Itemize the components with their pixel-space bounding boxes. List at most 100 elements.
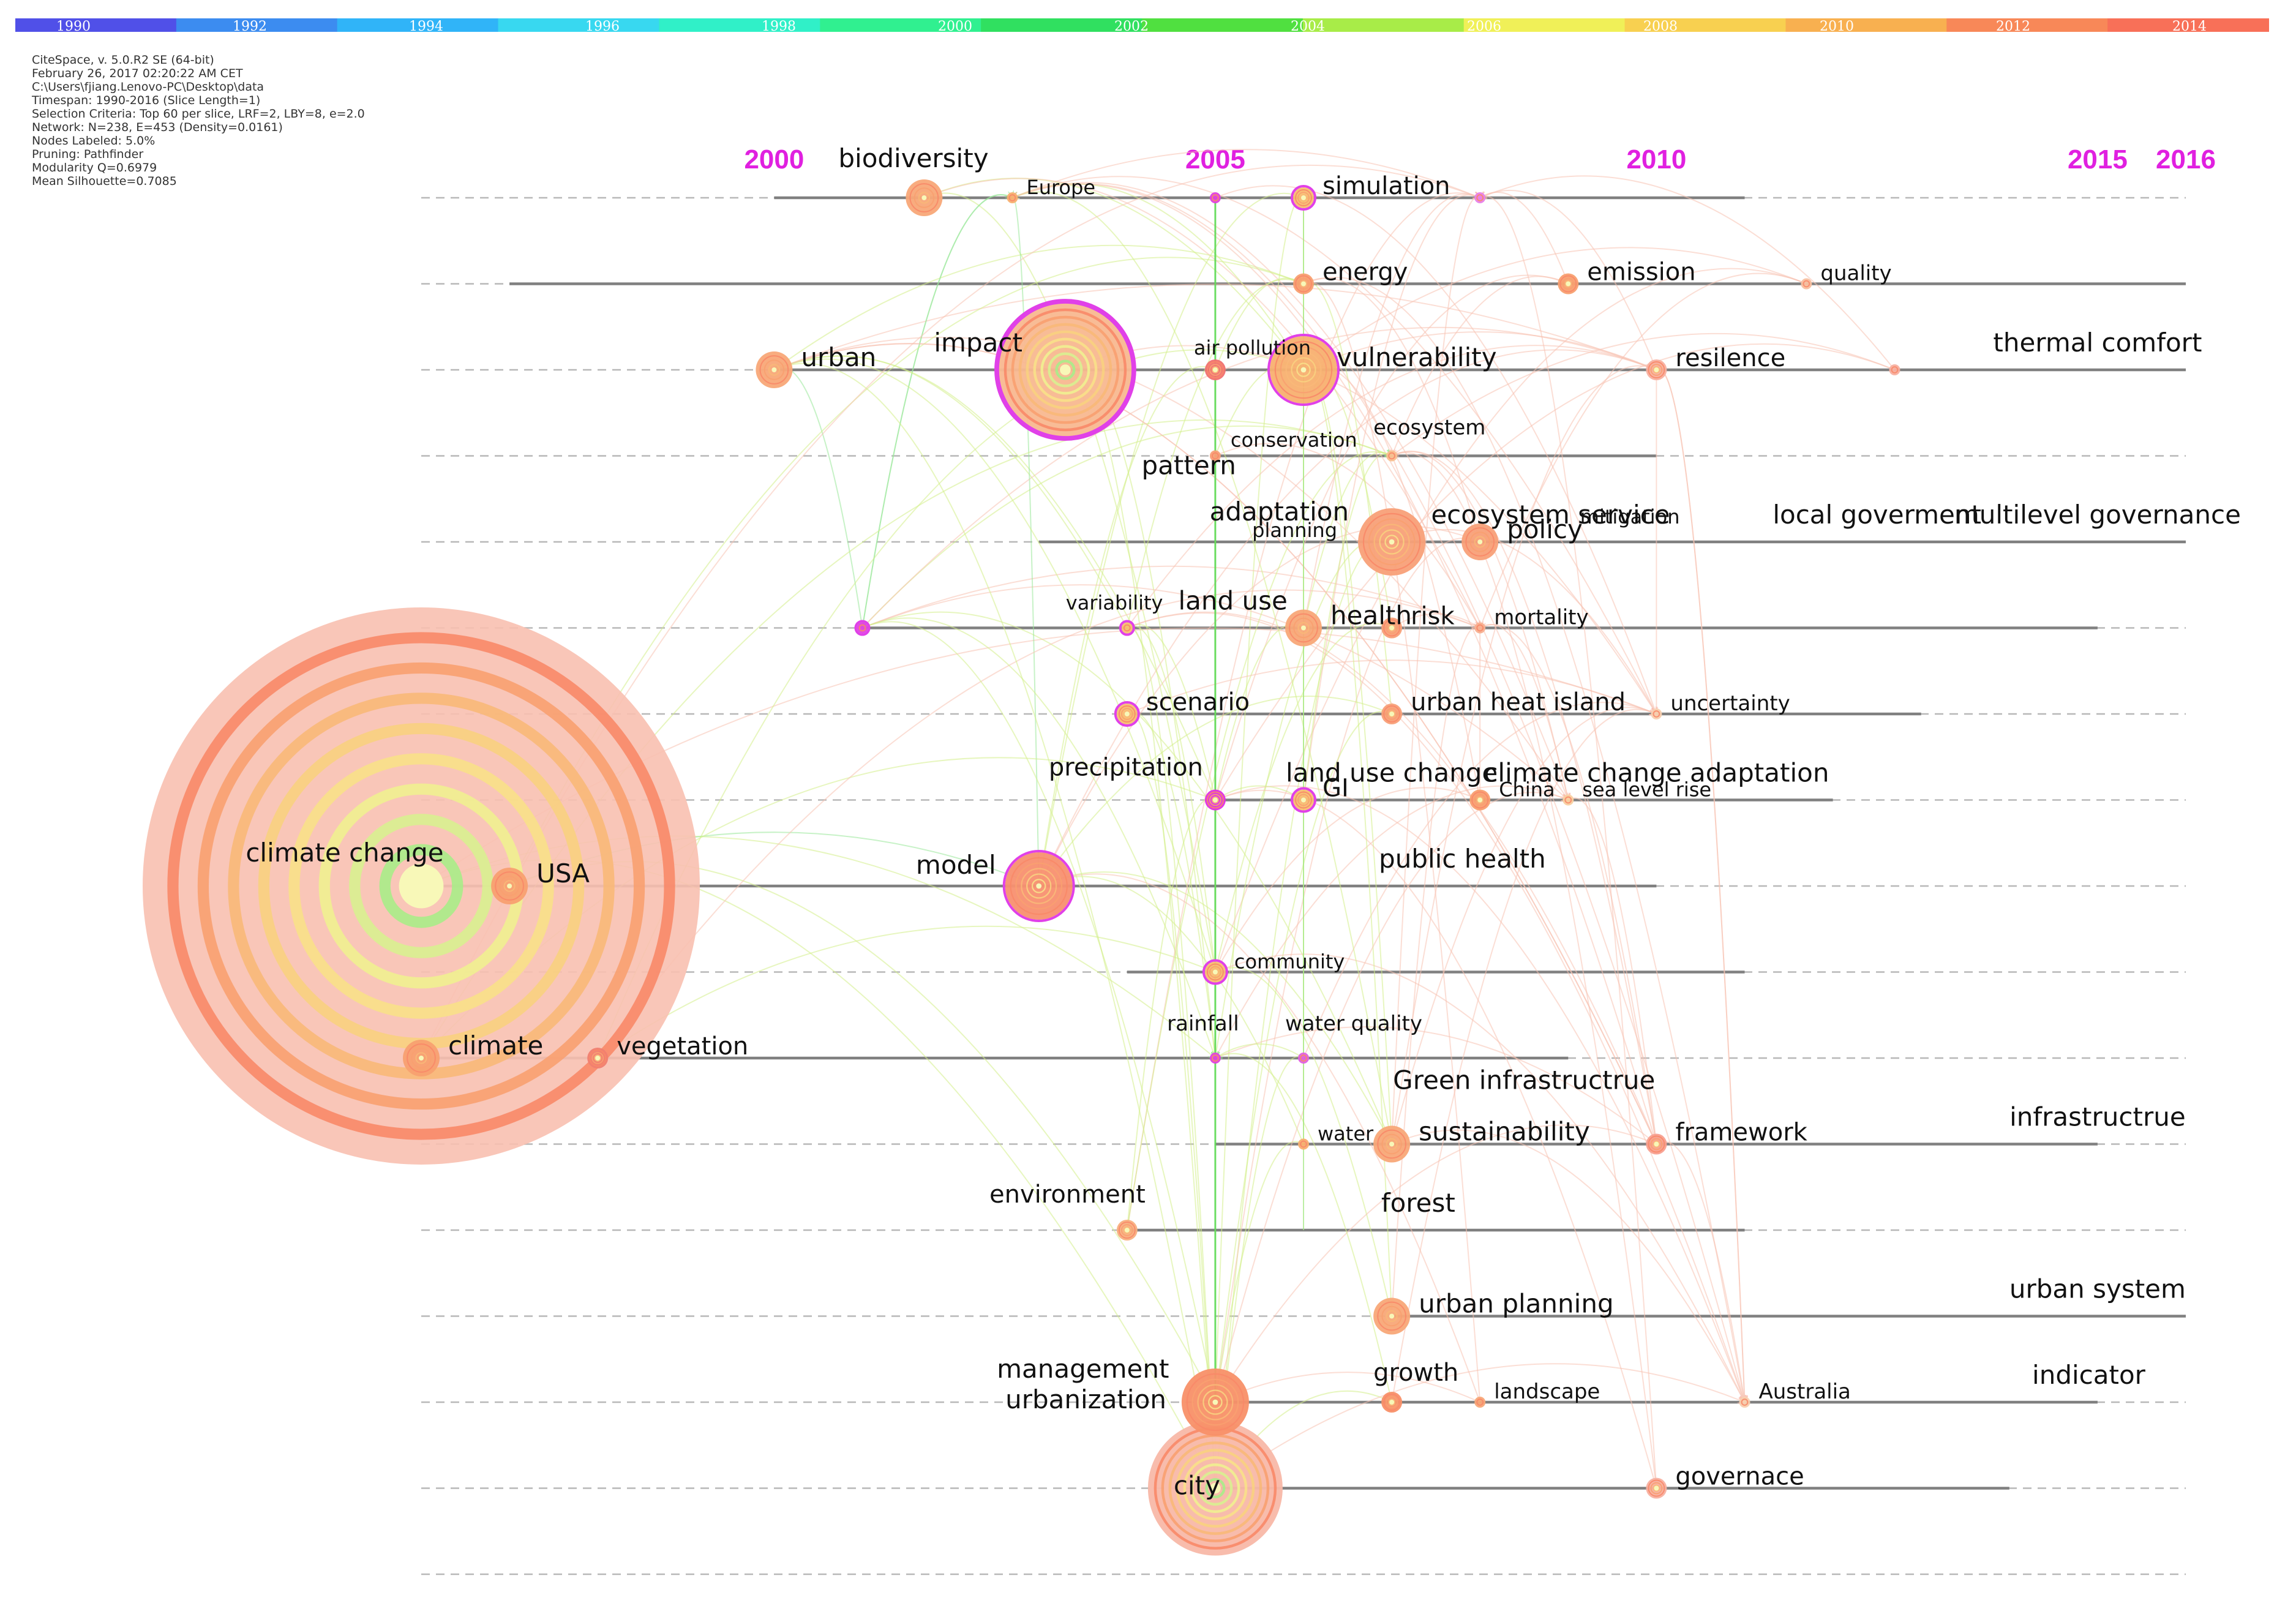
keyword-node[interactable] [587,1048,609,1068]
keyword-node[interactable] [906,179,943,216]
keyword-label: vegetation [617,1032,748,1061]
keyword-node[interactable] [1298,1053,1309,1064]
keyword-node[interactable] [1285,609,1322,647]
keyword-label: risk [1411,603,1455,631]
info-line: Mean Silhouette=0.7085 [32,175,177,188]
keyword-node[interactable] [1646,1477,1667,1499]
citation-link [1127,345,1657,628]
keyword-node[interactable] [1181,1369,1249,1436]
keyword-node[interactable] [1461,524,1499,560]
keyword-node[interactable] [1114,701,1140,727]
keyword-node[interactable] [1373,1297,1411,1335]
node-tree-ring [1008,194,1016,201]
keyword-node[interactable] [1651,708,1662,719]
node-tree-ring [1206,791,1224,809]
node-centrality-ring [1119,620,1135,636]
keyword-label: quality [1820,261,1891,286]
keyword-node[interactable] [1386,450,1398,462]
keyword-node[interactable] [1558,273,1579,295]
keyword-node[interactable] [1209,192,1221,203]
keyword-node[interactable] [1291,787,1316,813]
keyword-node[interactable] [1474,192,1486,203]
citation-link [1215,1026,1656,1144]
keyword-node[interactable] [1646,1133,1667,1155]
keyword-label: planning [1252,519,1337,542]
node-core [1300,367,1307,373]
keyword-node[interactable] [1381,1392,1403,1413]
keyword-label: multilevel governance [1954,500,2241,530]
keyword-node[interactable] [1563,794,1574,806]
node-tree-ring [1297,794,1310,806]
node-tree-ring [1274,340,1333,399]
keyword-node[interactable] [994,299,1136,441]
node-tree-ring [1476,1399,1484,1406]
keyword-node[interactable] [1474,622,1486,634]
node-core [1389,625,1395,631]
keyword-node[interactable] [1298,1138,1309,1150]
keyword-node[interactable] [1209,450,1221,462]
node-core [1389,712,1395,716]
node-core [1212,1399,1218,1405]
keyword-node[interactable] [1007,192,1018,203]
keyword-node[interactable] [1293,273,1314,295]
node-tree-ring [1300,796,1307,804]
keyword-node[interactable] [1373,1125,1411,1163]
citation-link [1215,1056,1304,1488]
keyword-label: water quality [1285,1012,1422,1036]
keyword-node[interactable] [403,1040,440,1076]
keyword-node[interactable] [1119,620,1135,636]
node-tree-ring [1026,330,1105,410]
color-bar-year-label: 2010 [1820,19,1854,34]
node-tree-ring [1295,275,1312,293]
citation-link [774,355,1216,800]
node-tree-ring [1206,963,1224,981]
citation-link [1480,197,1657,1489]
keyword-node[interactable] [1204,789,1226,811]
keyword-node[interactable] [756,351,793,388]
keyword-node[interactable] [1204,359,1226,380]
citation-link [774,244,1304,370]
keyword-node[interactable] [1267,334,1340,406]
node-tree-ring [1381,1133,1402,1155]
node-tree-ring [1469,531,1490,552]
node-tree-ring [1212,968,1219,976]
node-tree-ring [1209,364,1221,376]
keyword-node[interactable] [1002,850,1075,922]
node-tree-ring [1211,1054,1219,1062]
keyword-node[interactable] [1116,1220,1138,1241]
node-tree-ring [1368,518,1416,566]
node-tree-ring [1183,1456,1248,1520]
keyword-node[interactable] [1646,359,1667,380]
keyword-node[interactable] [1147,1421,1283,1556]
keyword-node[interactable] [1469,789,1491,811]
keyword-node[interactable] [491,868,528,904]
keyword-node[interactable] [1358,508,1426,576]
keyword-node[interactable] [1801,278,1812,290]
keyword-node[interactable] [1202,959,1228,985]
node-tree-ring [288,753,554,1019]
info-line: Nodes Labeled: 5.0% [32,134,155,148]
keyword-node[interactable] [1381,617,1403,639]
keyword-node[interactable] [1209,1053,1221,1064]
node-tree-ring [1280,346,1327,394]
node-tree-ring [1386,1138,1398,1151]
keyword-node[interactable] [1889,364,1900,375]
node-tree-ring [591,1052,604,1064]
keyword-node[interactable] [854,620,871,636]
keyword-node[interactable] [1739,1397,1750,1408]
node-core [419,1056,424,1061]
keyword-node[interactable] [1381,704,1403,724]
keyword-label: forest [1381,1188,1455,1218]
citation-link [1012,176,1657,715]
citation-link [1215,538,1480,1402]
node-tree-ring [1648,1135,1665,1153]
node-tree-ring [1650,364,1663,376]
keyword-node[interactable] [1474,1397,1486,1408]
keyword-node[interactable] [143,607,700,1165]
info-line: Network: N=238, E=453 (Density=0.0161) [32,121,283,134]
keyword-node[interactable] [1291,185,1316,211]
color-bar-segment [15,18,177,32]
node-core [1212,969,1218,975]
node-tree-ring [1004,308,1127,432]
